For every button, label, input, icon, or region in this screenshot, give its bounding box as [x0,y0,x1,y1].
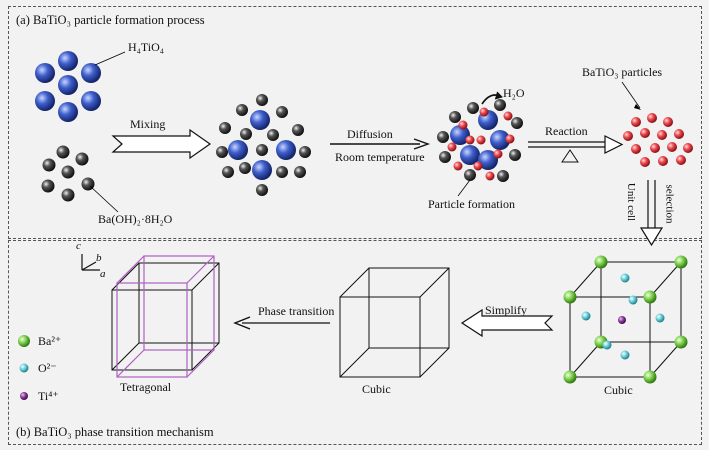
unit-cell-label: Unit cell [625,182,638,222]
reaction-cluster [437,99,523,182]
legend-icons [18,335,30,400]
cubic-label-simple: Cubic [362,382,391,396]
tetragonal-label: Tetragonal [120,380,172,394]
product-label: BaTiO₃ particles [582,65,663,79]
cubic-label-atoms: Cubic [604,383,633,397]
selection-label: selection [663,184,676,224]
cubic-cell-simple [339,267,450,378]
axis-a-label: a [100,268,106,280]
panel-a-frame [8,6,702,239]
axis-b-label: b [96,252,102,264]
baoh2-pointer [89,185,119,213]
heat-triangle-icon [561,149,579,163]
reaction-arrow-head [604,135,624,154]
simplify-arrow [460,308,554,338]
axis-indicator [81,254,100,271]
mixed-cluster [216,94,311,196]
room-temperature-label: Room temperature [335,150,425,164]
simplify-label: Simplify [485,303,528,317]
baoh2-spheres [41,145,95,202]
panel-b-frame [8,240,702,445]
diffusion-arrow-head [413,138,431,150]
legend-ba-icon [18,335,30,347]
phase-transition-label: Phase transition [258,304,335,318]
water-release-arrow-head [494,91,503,100]
mixing-arrow [111,128,212,160]
legend-o-icon [19,363,29,373]
batio3-particles [623,113,693,167]
legend-ba-label: Ba²⁺ [38,334,62,348]
particle-formation-pointer [457,179,471,197]
particle-formation-label: Particle formation [428,197,515,211]
reaction-label: Reaction [545,124,588,138]
selection-arrow-head [639,227,664,247]
product-pointer-head [634,104,641,110]
phase-transition-arrow-head [233,316,251,330]
mixing-label: Mixing [130,117,166,131]
h4tio4-spheres [35,51,101,122]
water-label: H₂O [503,86,525,100]
h4tio4-label: H₄TiO₄ [128,40,164,54]
axis-c-label: c [76,240,81,252]
panel-a-title: (a) BaTiO₃ particle formation process [16,13,205,27]
legend-ti-label: Ti⁴⁺ [38,389,59,403]
legend-ti-icon [20,392,28,400]
h4tio4-pointer [94,51,126,66]
panel-b-title: (b) BaTiO₃ phase transition mechanism [16,425,214,439]
diffusion-label: Diffusion [347,127,393,141]
cubic-cell-atoms [563,255,688,384]
baoh2-label: Ba(OH)₂·8H₂O [98,212,173,226]
legend-o-label: O²⁻ [38,361,57,375]
tetragonal-cell [111,255,220,378]
product-pointer [621,81,641,109]
